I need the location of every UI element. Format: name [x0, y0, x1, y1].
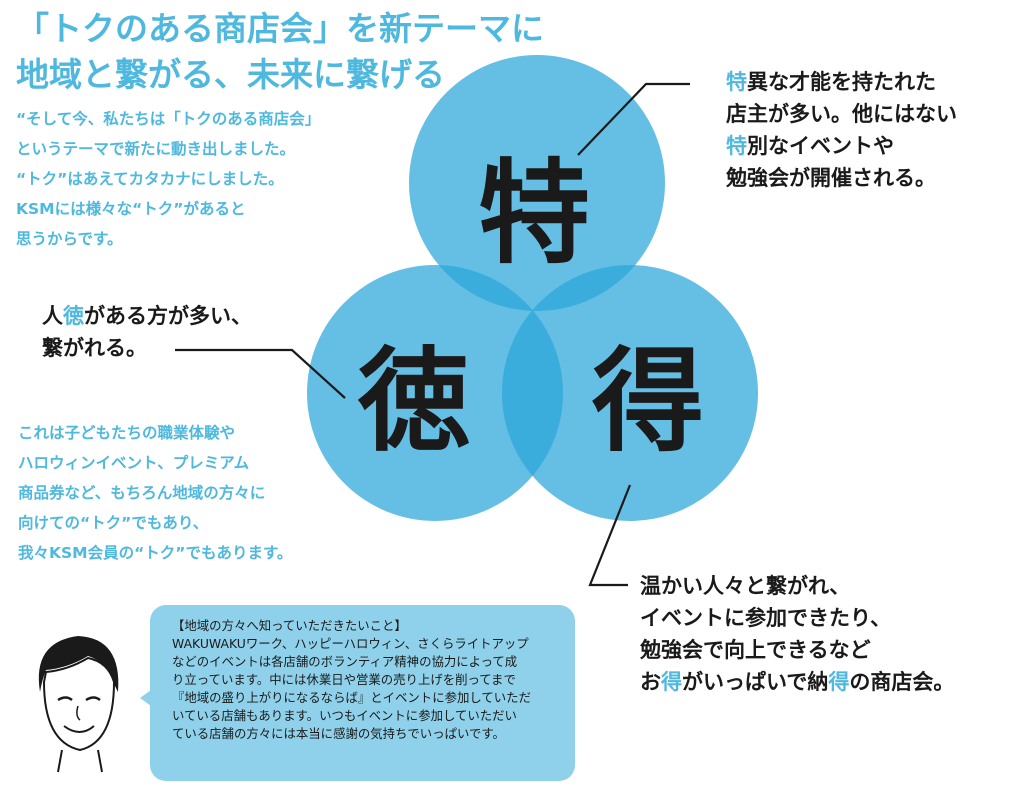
callout-left: 人徳がある方が多い、繋がれる。 [42, 300, 252, 364]
callout-text: 勉強会が開催される。 [726, 166, 936, 190]
callout-text: 人 [42, 304, 63, 328]
callout-text: がいっぱいで納 [682, 670, 829, 694]
bubble-line: などのイベントは各店舗のボランティア精神の協力によって成 [172, 654, 518, 669]
bubble-line: 『地域の盛り上がりになるならば』とイベントに参加していただ [172, 690, 531, 705]
callout-line: 勉強会で向上できるなど [640, 634, 954, 666]
title-line: 地域と繋がる、未来に繋げる [16, 55, 445, 94]
secondary-line: 向けての“トク”でもあり、 [18, 514, 209, 532]
title-line: 「トクのある商店会」を新テーマに [16, 9, 544, 48]
callout-text: 店主が多い。他にはない [726, 102, 957, 126]
bubble-line: いている店舗もあります。いつもイベントに参加していただい [172, 708, 517, 723]
callout-text: 勉強会で向上できるなど [640, 638, 871, 662]
circle-toku-special [409, 55, 665, 311]
callout-text: がある方が多い、 [84, 304, 252, 328]
callout-line: イベントに参加できたり、 [640, 602, 954, 634]
callout-text: 別なイベントや [747, 134, 894, 158]
callout-text: の商店会。 [849, 670, 955, 694]
kanji-label-right: 得 [592, 337, 704, 467]
callout-line: お得がいっぱいで納得の商店会。 [640, 666, 954, 698]
callout-text: イベントに参加できたり、 [640, 606, 892, 630]
intro-line: KSMには様々な“トク”があると [16, 200, 246, 218]
callout-line: 勉強会が開催される。 [726, 162, 957, 194]
kanji-label-top: 特 [478, 149, 590, 279]
callout-line: 店主が多い。他にはない [726, 98, 957, 130]
circle-toku-gain [502, 265, 758, 521]
speech-bubble-tail [140, 690, 151, 706]
callout-line: 特別なイベントや [726, 130, 957, 162]
secondary-line: 我々KSM会員の“トク”でもあります。 [18, 544, 293, 562]
callout-line: 特異な才能を持たれた [726, 66, 957, 98]
callout-text: 温かい人々と繋がれ、 [640, 574, 851, 598]
page-title: 「トクのある商店会」を新テーマに 地域と繋がる、未来に繋げる [16, 6, 544, 98]
leader-line-top [577, 82, 690, 156]
secondary-line: これは子どもたちの職業体験や [18, 424, 236, 442]
circle-toku-virtue [307, 265, 563, 521]
bubble-line: り立っています。中には休業日や営業の売り上げを削ってまで [172, 672, 516, 687]
callout-top: 特異な才能を持たれた店主が多い。他にはない特別なイベントや勉強会が開催される。 [726, 66, 957, 194]
speech-bubble: 【地域の方々へ知っていただきたいこと】 WAKUWAKUワーク、ハッピーハロウィ… [150, 605, 575, 781]
venn-circles [307, 55, 758, 521]
highlight-char: 得 [661, 670, 682, 694]
person-illustration [38, 636, 119, 773]
secondary-line: 商品券など、もちろん地域の方々に [18, 484, 266, 502]
callout-text: 繋がれる。 [42, 336, 147, 360]
intro-text: “そして今、私たちは「トクのある商店会」 というテーマで新たに動き出しました。 … [16, 104, 320, 254]
intro-line: “そして今、私たちは「トクのある商店会」 [16, 110, 321, 128]
bubble-line: 【地域の方々へ知っていただきたいこと】 [172, 618, 407, 633]
leader-line-left [175, 348, 346, 399]
bubble-line: WAKUWAKUワーク、ハッピーハロウィン、さくらライトアップ [172, 636, 529, 651]
callout-right: 温かい人々と繋がれ、イベントに参加できたり、勉強会で向上できるなどお得がいっぱい… [640, 570, 954, 698]
callout-line: 人徳がある方が多い、 [42, 300, 252, 332]
callout-line: 繋がれる。 [42, 332, 252, 364]
leader-line-right [588, 484, 632, 587]
secondary-line: ハロウィンイベント、プレミアム [18, 454, 250, 472]
callout-text: 異な才能を持たれた [747, 70, 936, 94]
callout-text: お [640, 670, 661, 694]
intro-line: “トク”はあえてカタカナにしました。 [16, 170, 284, 188]
kanji-label-left: 徳 [358, 337, 470, 467]
intro-line: 思うからです。 [16, 230, 123, 248]
secondary-text: これは子どもたちの職業体験や ハロウィンイベント、プレミアム 商品券など、もちろ… [18, 418, 292, 568]
highlight-char: 徳 [63, 304, 84, 328]
bubble-line: ている店舗の方々には本当に感謝の気持ちでいっぱいです。 [172, 726, 505, 741]
highlight-char: 特 [726, 134, 747, 158]
highlight-char: 特 [726, 70, 747, 94]
highlight-char: 得 [828, 670, 850, 694]
callout-line: 温かい人々と繋がれ、 [640, 570, 954, 602]
intro-line: というテーマで新たに動き出しました。 [16, 140, 296, 158]
